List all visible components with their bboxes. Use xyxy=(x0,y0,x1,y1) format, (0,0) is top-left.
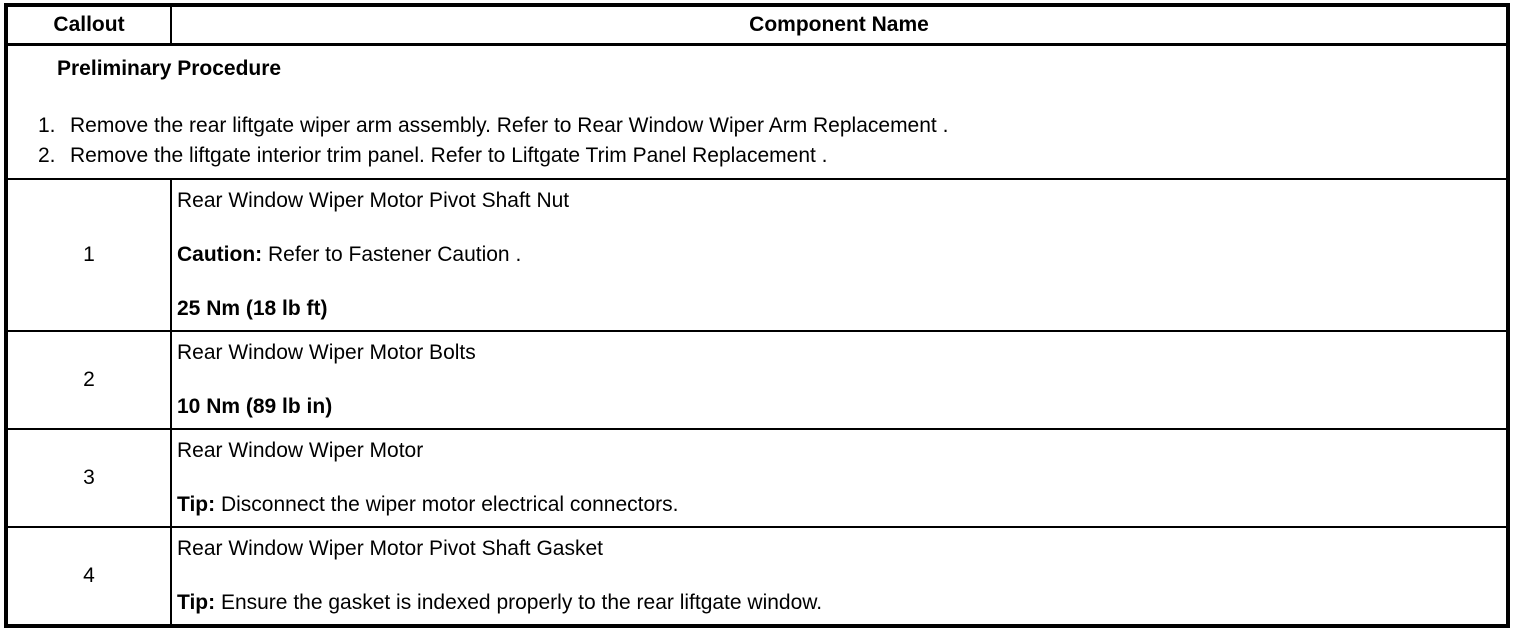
tip-note: Tip: Ensure the gasket is indexed proper… xyxy=(177,588,1496,618)
torque-spec: 25 Nm (18 lb ft) xyxy=(177,297,328,320)
column-header-callout: Callout xyxy=(8,7,172,43)
component-name-cell: Rear Window Wiper Motor Tip: Disconnect … xyxy=(172,430,1506,526)
table-row: 4 Rear Window Wiper Motor Pivot Shaft Ga… xyxy=(8,528,1506,624)
tip-text: Disconnect the wiper motor electrical co… xyxy=(215,493,679,516)
preliminary-procedure-title: Preliminary Procedure xyxy=(57,57,282,80)
table-row: 2 Rear Window Wiper Motor Bolts 10 Nm (8… xyxy=(8,332,1506,430)
component-name-text: Rear Window Wiper Motor xyxy=(177,439,424,462)
step-number: 1. xyxy=(38,114,56,137)
preliminary-procedure-section: Preliminary Procedure 1. Remove the rear… xyxy=(8,46,1506,180)
tip-text: Ensure the gasket is indexed properly to… xyxy=(215,591,823,614)
callout-number: 2 xyxy=(8,332,172,428)
torque-spec: 10 Nm (89 lb in) xyxy=(177,395,333,418)
component-callout-table: Callout Component Name Preliminary Proce… xyxy=(4,3,1510,628)
component-name-cell: Rear Window Wiper Motor Pivot Shaft Nut … xyxy=(172,180,1506,330)
caution-text: Refer to Fastener Caution . xyxy=(262,243,522,266)
preliminary-step: 1. Remove the rear liftgate wiper arm as… xyxy=(16,111,1496,141)
preliminary-step: 2. Remove the liftgate interior trim pan… xyxy=(16,141,1496,171)
step-text: Remove the rear liftgate wiper arm assem… xyxy=(70,114,949,137)
table-header-row: Callout Component Name xyxy=(8,7,1506,46)
step-number: 2. xyxy=(38,144,56,167)
caution-label: Caution: xyxy=(177,243,263,266)
table-row: 1 Rear Window Wiper Motor Pivot Shaft Nu… xyxy=(8,180,1506,332)
caution-note: Caution: Refer to Fastener Caution . xyxy=(177,240,1496,270)
callout-number: 1 xyxy=(8,180,172,330)
component-name-cell: Rear Window Wiper Motor Bolts 10 Nm (89 … xyxy=(172,332,1506,428)
table-row: 3 Rear Window Wiper Motor Tip: Disconnec… xyxy=(8,430,1506,528)
tip-label: Tip: xyxy=(177,591,216,614)
tip-note: Tip: Disconnect the wiper motor electric… xyxy=(177,490,1496,520)
callout-number: 3 xyxy=(8,430,172,526)
step-text: Remove the liftgate interior trim panel.… xyxy=(70,144,828,167)
component-name-text: Rear Window Wiper Motor Bolts xyxy=(177,341,476,364)
component-name-cell: Rear Window Wiper Motor Pivot Shaft Gask… xyxy=(172,528,1506,624)
component-name-text: Rear Window Wiper Motor Pivot Shaft Gask… xyxy=(177,537,603,560)
column-header-component-name: Component Name xyxy=(749,13,929,36)
callout-number: 4 xyxy=(8,528,172,624)
component-name-text: Rear Window Wiper Motor Pivot Shaft Nut xyxy=(177,189,570,212)
tip-label: Tip: xyxy=(177,493,216,516)
